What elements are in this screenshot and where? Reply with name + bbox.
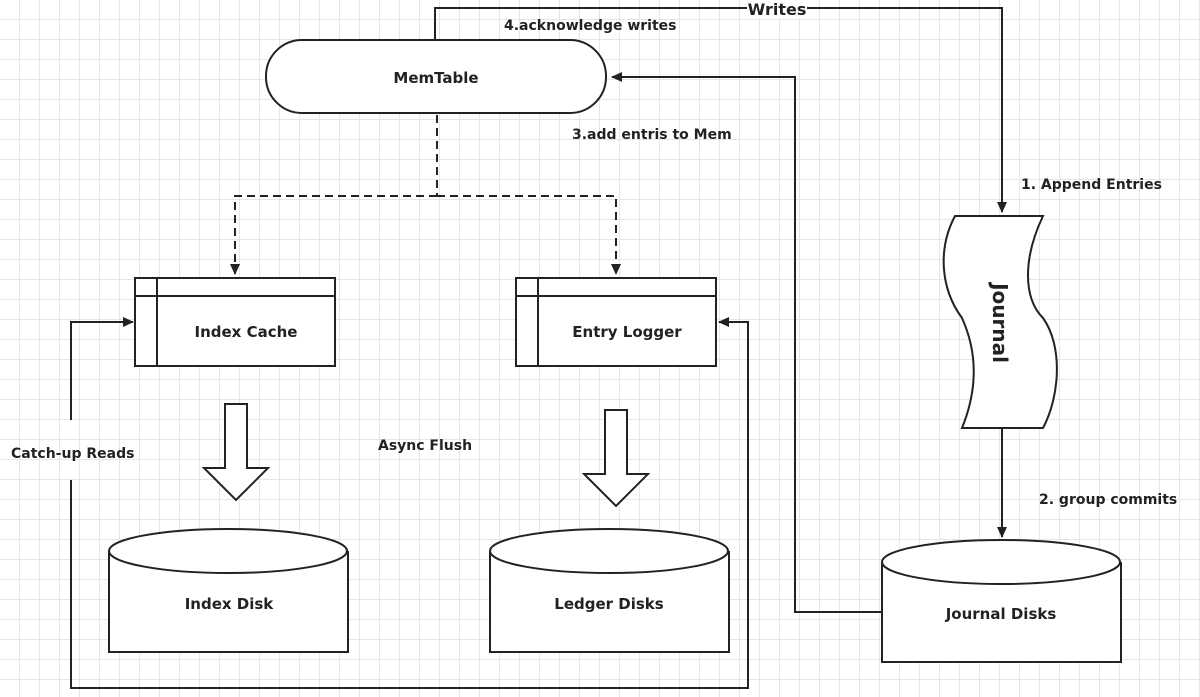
group-commits-label: 2. group commits (1039, 492, 1177, 508)
add-entries-label: 3.add entris to Mem (572, 127, 732, 143)
journal-disks-node: Journal Disks (881, 539, 1122, 663)
append-entries-label: 1. Append Entries (1021, 177, 1162, 193)
async-flush-label: Async Flush (378, 438, 472, 454)
ledger-flush-arrow (581, 409, 651, 508)
ledger-disks-label: Ledger Disks (554, 595, 663, 613)
ack-writes-label: 4.acknowledge writes (504, 18, 677, 34)
index-cache-node: Index Cache (134, 277, 336, 367)
writes-edge (434, 7, 1007, 213)
index-disk-label: Index Disk (185, 595, 275, 613)
index-disk-node: Index Disk (108, 528, 349, 653)
index-flush-arrow (201, 403, 271, 502)
bottom-loop-edge (70, 317, 749, 689)
memtable-node: MemTable (265, 39, 607, 114)
entry-logger-node: Entry Logger (515, 277, 717, 367)
journal-node: Journal (942, 215, 1058, 429)
journal-disks-label: Journal Disks (945, 605, 1057, 623)
writes-label-bg (747, 0, 807, 18)
memtable-to-entry-logger-edge (437, 195, 621, 275)
ledger-disks-node: Ledger Disks (489, 528, 730, 653)
writes-label: Writes (748, 0, 807, 19)
catch-up-reads-edge (70, 317, 134, 420)
memtable-label: MemTable (393, 69, 478, 87)
add-entries-edge (611, 72, 883, 613)
catch-up-reads-label: Catch-up Reads (11, 446, 134, 462)
entry-logger-label: Entry Logger (572, 323, 682, 341)
index-cache-label: Index Cache (195, 323, 298, 341)
journal-label: Journal (988, 281, 1012, 363)
memtable-to-index-cache-edge (230, 195, 437, 275)
